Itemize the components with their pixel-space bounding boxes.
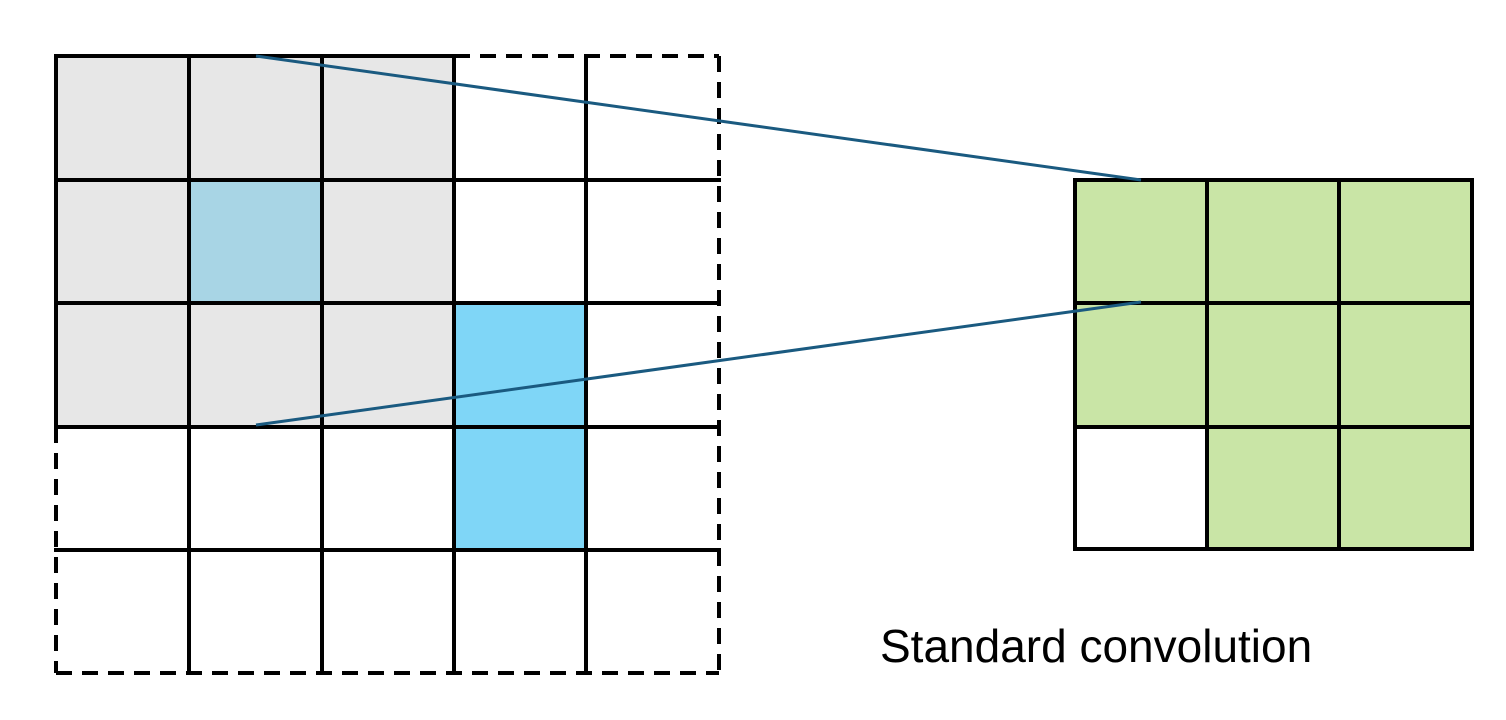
- input-cell-r2-c0: [56, 303, 189, 427]
- output-cell-r1-c2: [1339, 303, 1472, 427]
- connector-line-top: [255, 54, 1142, 182]
- output-cell-r2-c1: [1207, 427, 1339, 549]
- connector-line-bottom: [255, 300, 1142, 427]
- input-cell-r2-c1: [189, 303, 322, 427]
- input-cell-r0-c0: [56, 56, 189, 180]
- diagram-caption: Standard convolution: [880, 620, 1312, 672]
- input-cell-r2-c2: [322, 303, 454, 427]
- input-cell-r3-c3: [454, 427, 586, 550]
- output-cell-r0-c0: [1075, 180, 1207, 303]
- input-cell-r0-c2: [322, 56, 454, 180]
- output-cell-r2-c2: [1339, 427, 1472, 549]
- output-grid-lines: [1073, 178, 1474, 551]
- output-cell-r1-c1: [1207, 303, 1339, 427]
- input-cell-r0-c1: [189, 56, 322, 180]
- output-cell-r0-c1: [1207, 180, 1339, 303]
- connector-lines: [255, 54, 1142, 427]
- input-grid-fills: [56, 56, 586, 550]
- output-grid-fills: [1075, 180, 1472, 549]
- input-cell-r1-c2: [322, 180, 454, 303]
- output-cell-r2-c0: [1075, 427, 1207, 549]
- output-cell-r0-c2: [1339, 180, 1472, 303]
- input-grid-lines: [54, 54, 721, 675]
- output-cell-r1-c0: [1075, 303, 1207, 427]
- input-cell-r1-c0: [56, 180, 189, 303]
- input-cell-r1-c1: [189, 180, 322, 303]
- input-cell-r2-c3: [454, 303, 586, 427]
